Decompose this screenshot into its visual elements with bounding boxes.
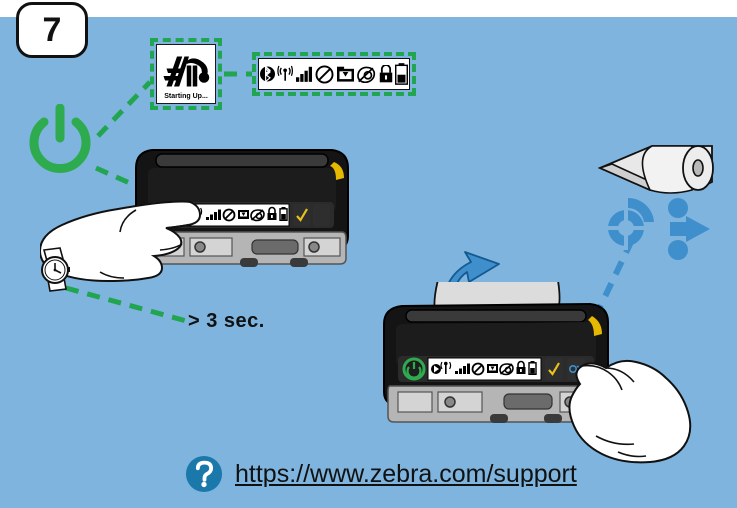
no-media-icon (315, 65, 334, 83)
support-footer: https://www.zebra.com/support (185, 455, 577, 493)
feed-button (313, 204, 330, 226)
hand-pressing-feed-button (568, 359, 692, 464)
power-symbol-icon (29, 104, 91, 173)
status-bar-callout (252, 52, 416, 96)
splash-status-text: Starting Up... (164, 93, 208, 100)
printer-status-icons (431, 360, 537, 376)
zebra-logo (163, 56, 210, 87)
lock-icon (379, 65, 392, 83)
bluetooth-icon (260, 65, 276, 83)
step-number-badge: 7 (16, 2, 88, 58)
startup-splash-callout (150, 38, 222, 110)
status-icon-bar (258, 58, 410, 90)
head-open-icon (337, 66, 355, 82)
wristwatch-icon (41, 247, 70, 292)
support-url-link[interactable]: https://www.zebra.com/support (235, 459, 577, 488)
hand-pressing-power-button (40, 200, 202, 283)
ribbon-icon (357, 66, 376, 83)
battery-icon (394, 63, 408, 85)
check-button (293, 204, 310, 226)
startup-splash-screen: Starting Up... (156, 44, 216, 104)
signal-strength-icon (295, 66, 312, 82)
step-number: 7 (42, 11, 62, 49)
media-calibration-icon (606, 197, 710, 260)
wifi-antenna-icon (277, 65, 294, 81)
question-mark-icon (185, 455, 223, 493)
hold-duration-label: > 3 sec. (188, 310, 265, 332)
paper-roll-icon (597, 145, 714, 194)
